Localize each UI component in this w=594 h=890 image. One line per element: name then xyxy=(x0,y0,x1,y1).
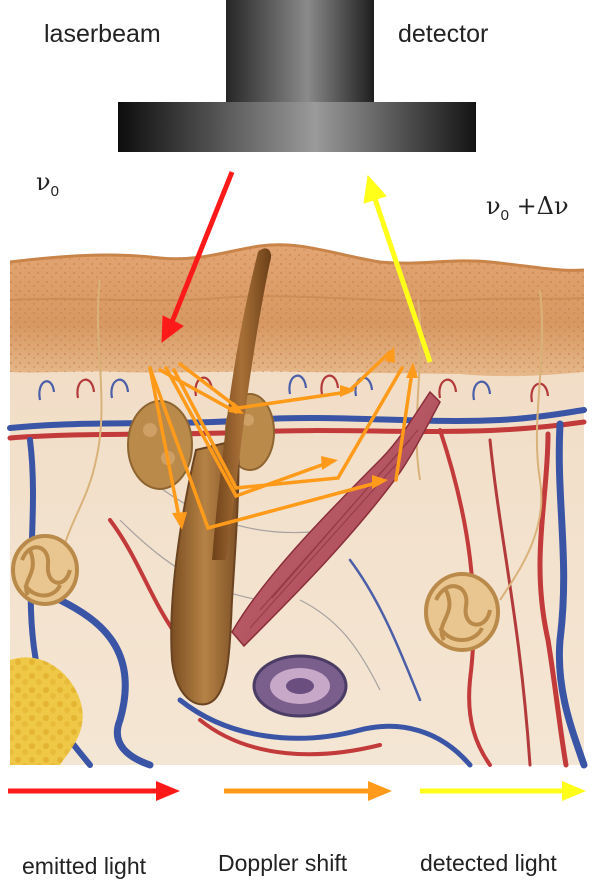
legend-arrow-emitted xyxy=(8,781,180,801)
laserbeam-label: laserbeam xyxy=(44,20,161,49)
detected-frequency-label: ν0 +Δν xyxy=(486,192,569,224)
legend-label-doppler: Doppler shift xyxy=(218,850,347,877)
sweat-gland-left xyxy=(13,536,77,604)
incident-frequency-label: ν0 xyxy=(36,168,59,200)
detector-label: detector xyxy=(398,20,488,49)
legend-label-detected: detected light xyxy=(420,850,557,877)
sweat-gland-right xyxy=(426,574,498,650)
legend-arrow-detected xyxy=(420,781,586,801)
pacinian-corpuscle xyxy=(254,656,346,716)
probe-head xyxy=(226,0,374,105)
legend-label-emitted: emitted light xyxy=(22,853,146,880)
legend-arrow-doppler xyxy=(224,781,392,801)
probe-base xyxy=(118,102,476,152)
